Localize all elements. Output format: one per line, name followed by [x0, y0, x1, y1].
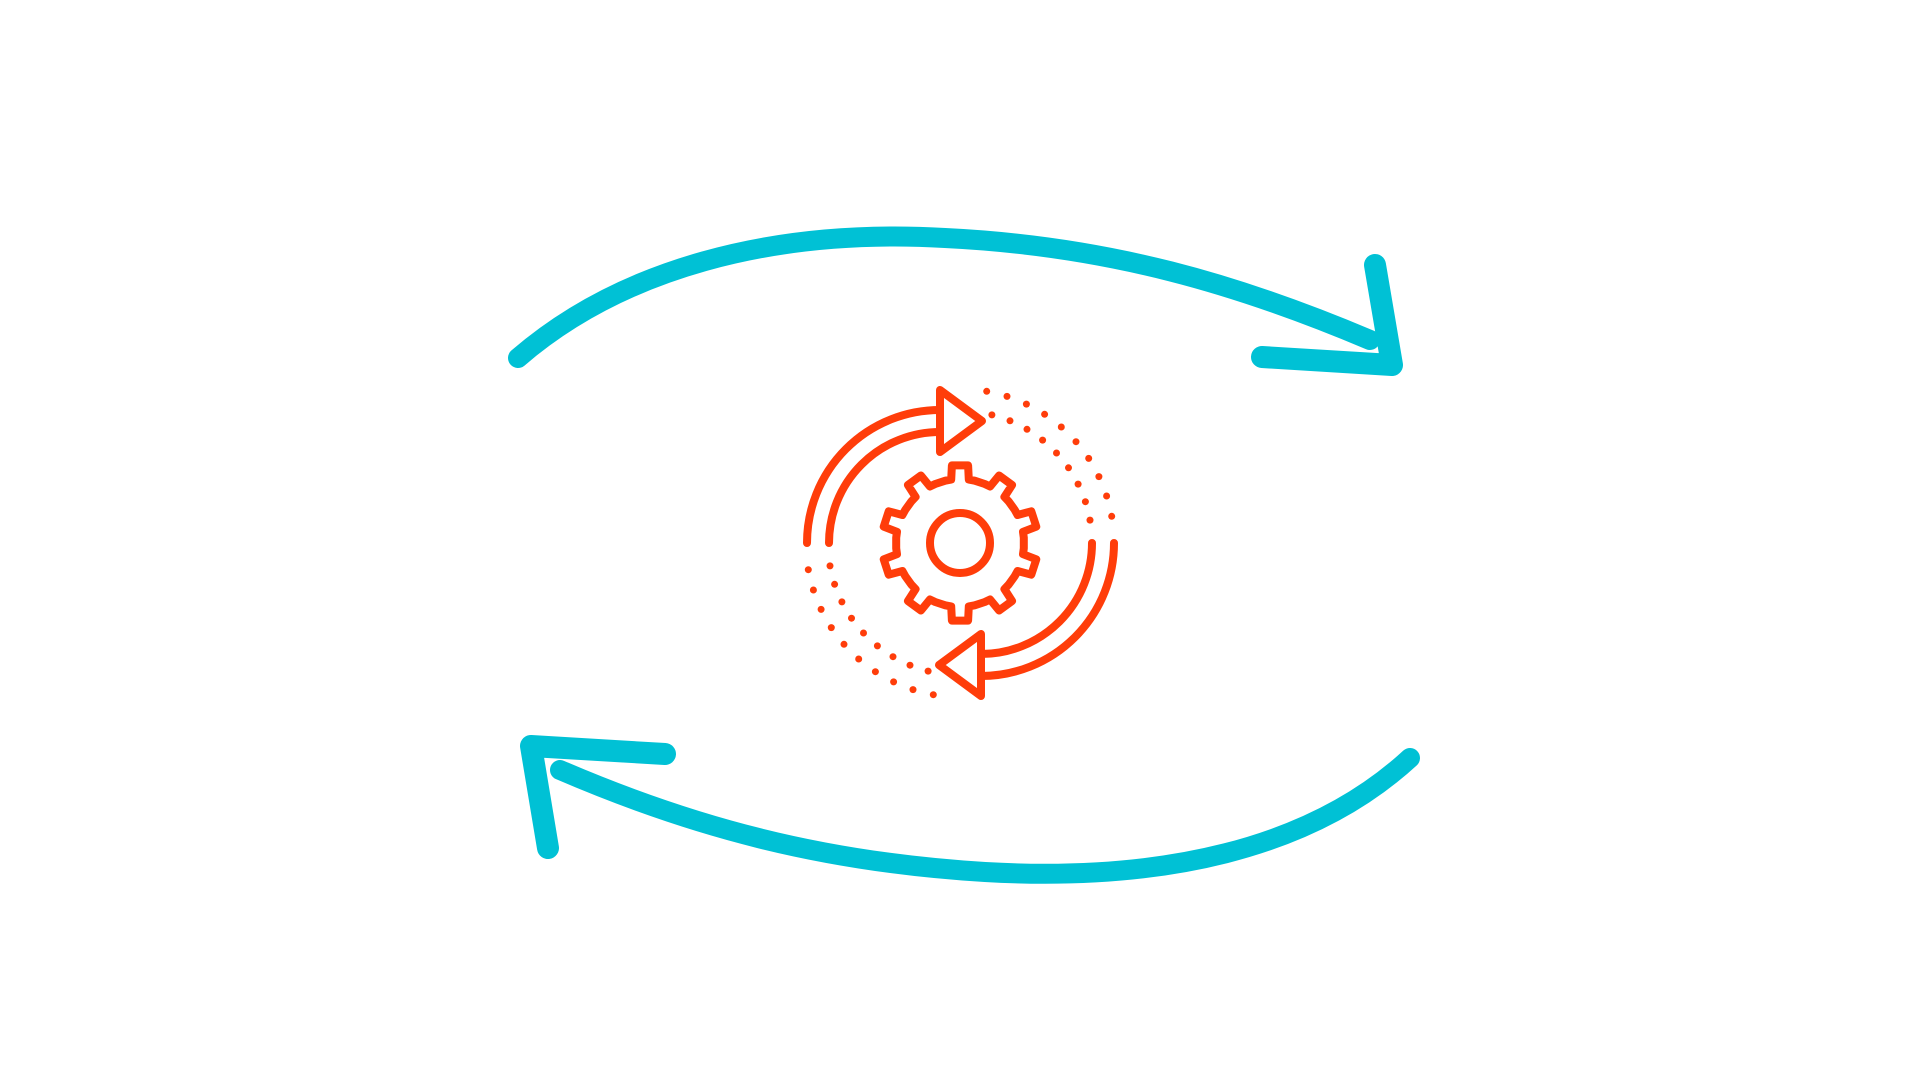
curved-arrow-left-icon [520, 735, 1420, 884]
dot [873, 642, 881, 650]
dot [889, 653, 897, 661]
left-inner-arc [825, 428, 944, 547]
dot [1074, 480, 1082, 488]
dot [871, 668, 879, 676]
gear-outline [879, 461, 1041, 625]
top-arrowhead [936, 386, 986, 456]
dot [1057, 423, 1065, 431]
dot [838, 598, 846, 606]
dot [1053, 449, 1060, 457]
dot [1065, 464, 1072, 472]
dot [1086, 516, 1094, 524]
dot [1041, 410, 1049, 418]
dot [924, 667, 932, 675]
dotted-arcs [804, 387, 1116, 699]
dot [983, 387, 991, 395]
dot [1085, 454, 1093, 462]
dot [831, 580, 839, 588]
dot [1039, 436, 1047, 444]
gear-cycle-icon [803, 386, 1118, 700]
dot [809, 586, 817, 594]
dot [817, 605, 825, 613]
dot [1103, 492, 1111, 500]
dot [860, 629, 867, 637]
bottom-arrowhead [935, 630, 985, 700]
dot [840, 640, 848, 648]
dot [929, 691, 937, 699]
dot [804, 566, 812, 574]
gear-hub [926, 509, 994, 577]
dot [1006, 417, 1014, 425]
dot [1095, 473, 1103, 481]
curved-arrow-right-icon [508, 226, 1403, 376]
dot [906, 661, 914, 669]
right-outer-arc [977, 539, 1118, 680]
dot [848, 614, 855, 622]
dot [1022, 400, 1030, 408]
dot [1081, 498, 1089, 506]
dot [909, 686, 917, 694]
dot [890, 678, 898, 686]
dot [1072, 438, 1080, 446]
dot [1003, 392, 1011, 400]
dot [988, 411, 996, 419]
dot [1108, 512, 1116, 520]
right-inner-arc [977, 539, 1096, 658]
dot [855, 655, 863, 663]
left-outer-arc [803, 406, 944, 547]
dot [826, 562, 834, 570]
dot [827, 624, 835, 632]
dot [1023, 425, 1031, 433]
